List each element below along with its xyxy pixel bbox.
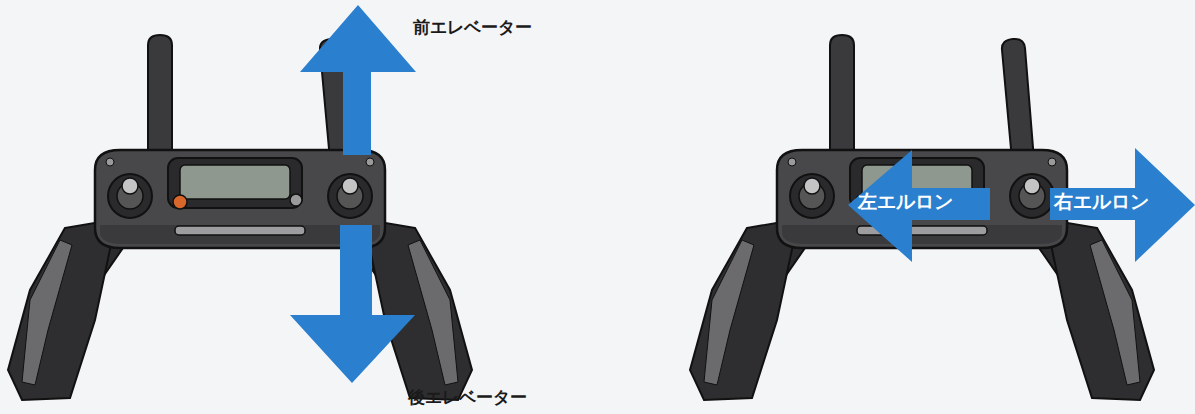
direction-label: 左エルロン — [858, 191, 953, 214]
direction-arrow — [1050, 148, 1195, 262]
controller — [8, 35, 472, 400]
direction-arrow — [848, 150, 990, 262]
direction-label: 後エレベーター — [408, 388, 527, 408]
direction-label: 右エルロン — [1054, 191, 1149, 214]
direction-arrow — [300, 5, 416, 155]
direction-label: 前エレベーター — [413, 18, 532, 38]
direction-arrow — [290, 225, 415, 383]
